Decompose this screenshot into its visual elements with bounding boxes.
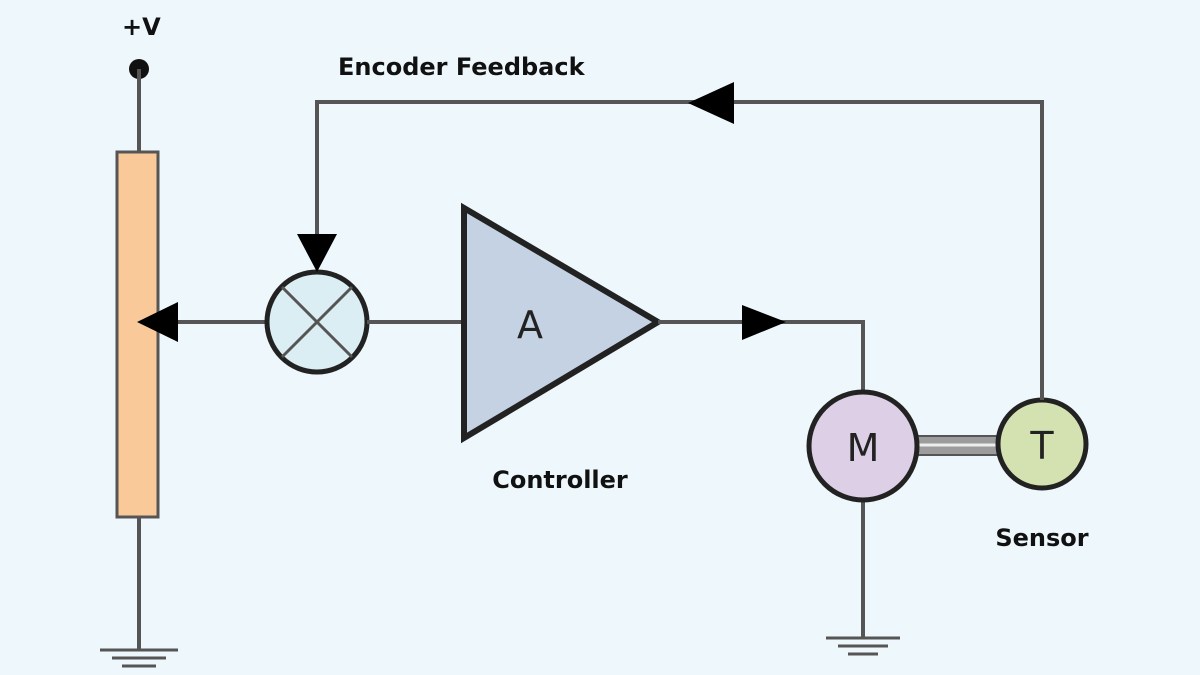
tachometer-sensor: T: [995, 397, 1089, 491]
motor-shaft: [909, 435, 1003, 456]
drive-signal-arrow: [742, 305, 786, 340]
amplifier-symbol-text: A: [517, 303, 543, 347]
controller-amplifier: A: [461, 202, 664, 444]
sensor-label: Sensor: [995, 524, 1088, 552]
supply-voltage-label: +V: [122, 13, 161, 41]
feedback-wire: [315, 100, 1044, 400]
ground-symbol-left: [100, 648, 178, 668]
potentiometer: [115, 150, 160, 519]
motor: M: [806, 389, 920, 503]
amplifier-to-motor-wire: [658, 320, 865, 390]
encoder-feedback-label: Encoder Feedback: [338, 53, 586, 81]
summing-junction: [264, 269, 370, 375]
controller-label: Controller: [492, 466, 628, 494]
tachometer-symbol-text: T: [1029, 424, 1054, 468]
feedback-input-arrow: [297, 234, 337, 272]
feedback-arrow: [688, 82, 734, 124]
wiper-arrow: [137, 302, 178, 342]
ground-symbol-right: [826, 636, 900, 656]
motor-symbol-text: M: [847, 426, 880, 470]
